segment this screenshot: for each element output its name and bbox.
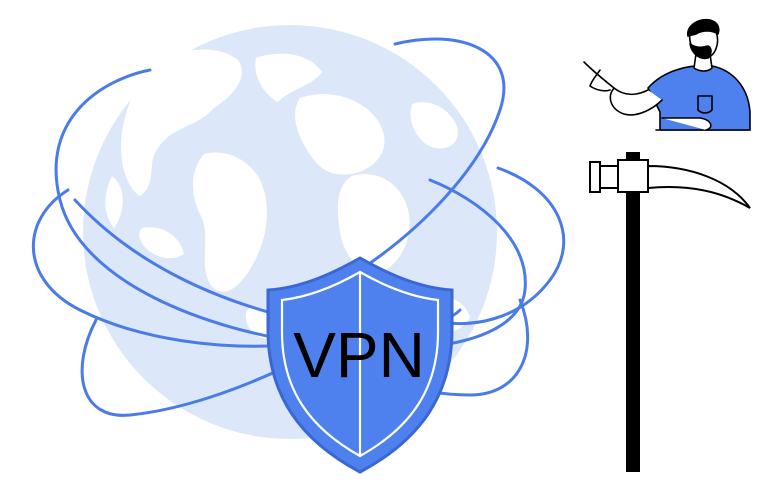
orbit-ring-top xyxy=(358,37,506,272)
orbit-ring-right xyxy=(428,166,566,326)
pickaxe-top-cap xyxy=(626,152,640,161)
pickaxe-handle xyxy=(626,160,640,472)
orbit-ring-bottom xyxy=(80,318,302,417)
shield-icon: VPN xyxy=(266,256,454,474)
pickaxe-hammer-head xyxy=(589,161,619,193)
pickaxe-collar xyxy=(617,159,649,193)
person-shirt-pocket xyxy=(697,95,713,114)
person-hand xyxy=(583,61,615,92)
pickaxe-blade xyxy=(647,164,751,209)
person-pointing-icon xyxy=(583,18,751,131)
person-forearm xyxy=(661,117,712,131)
pickaxe-icon xyxy=(589,152,751,472)
shield-vpn-label: VPN xyxy=(293,319,425,391)
person-beard xyxy=(689,43,712,60)
person-hair xyxy=(687,18,720,37)
orbit-ring-left xyxy=(32,188,292,348)
person-arm xyxy=(609,87,663,116)
person-shirt xyxy=(647,64,751,131)
